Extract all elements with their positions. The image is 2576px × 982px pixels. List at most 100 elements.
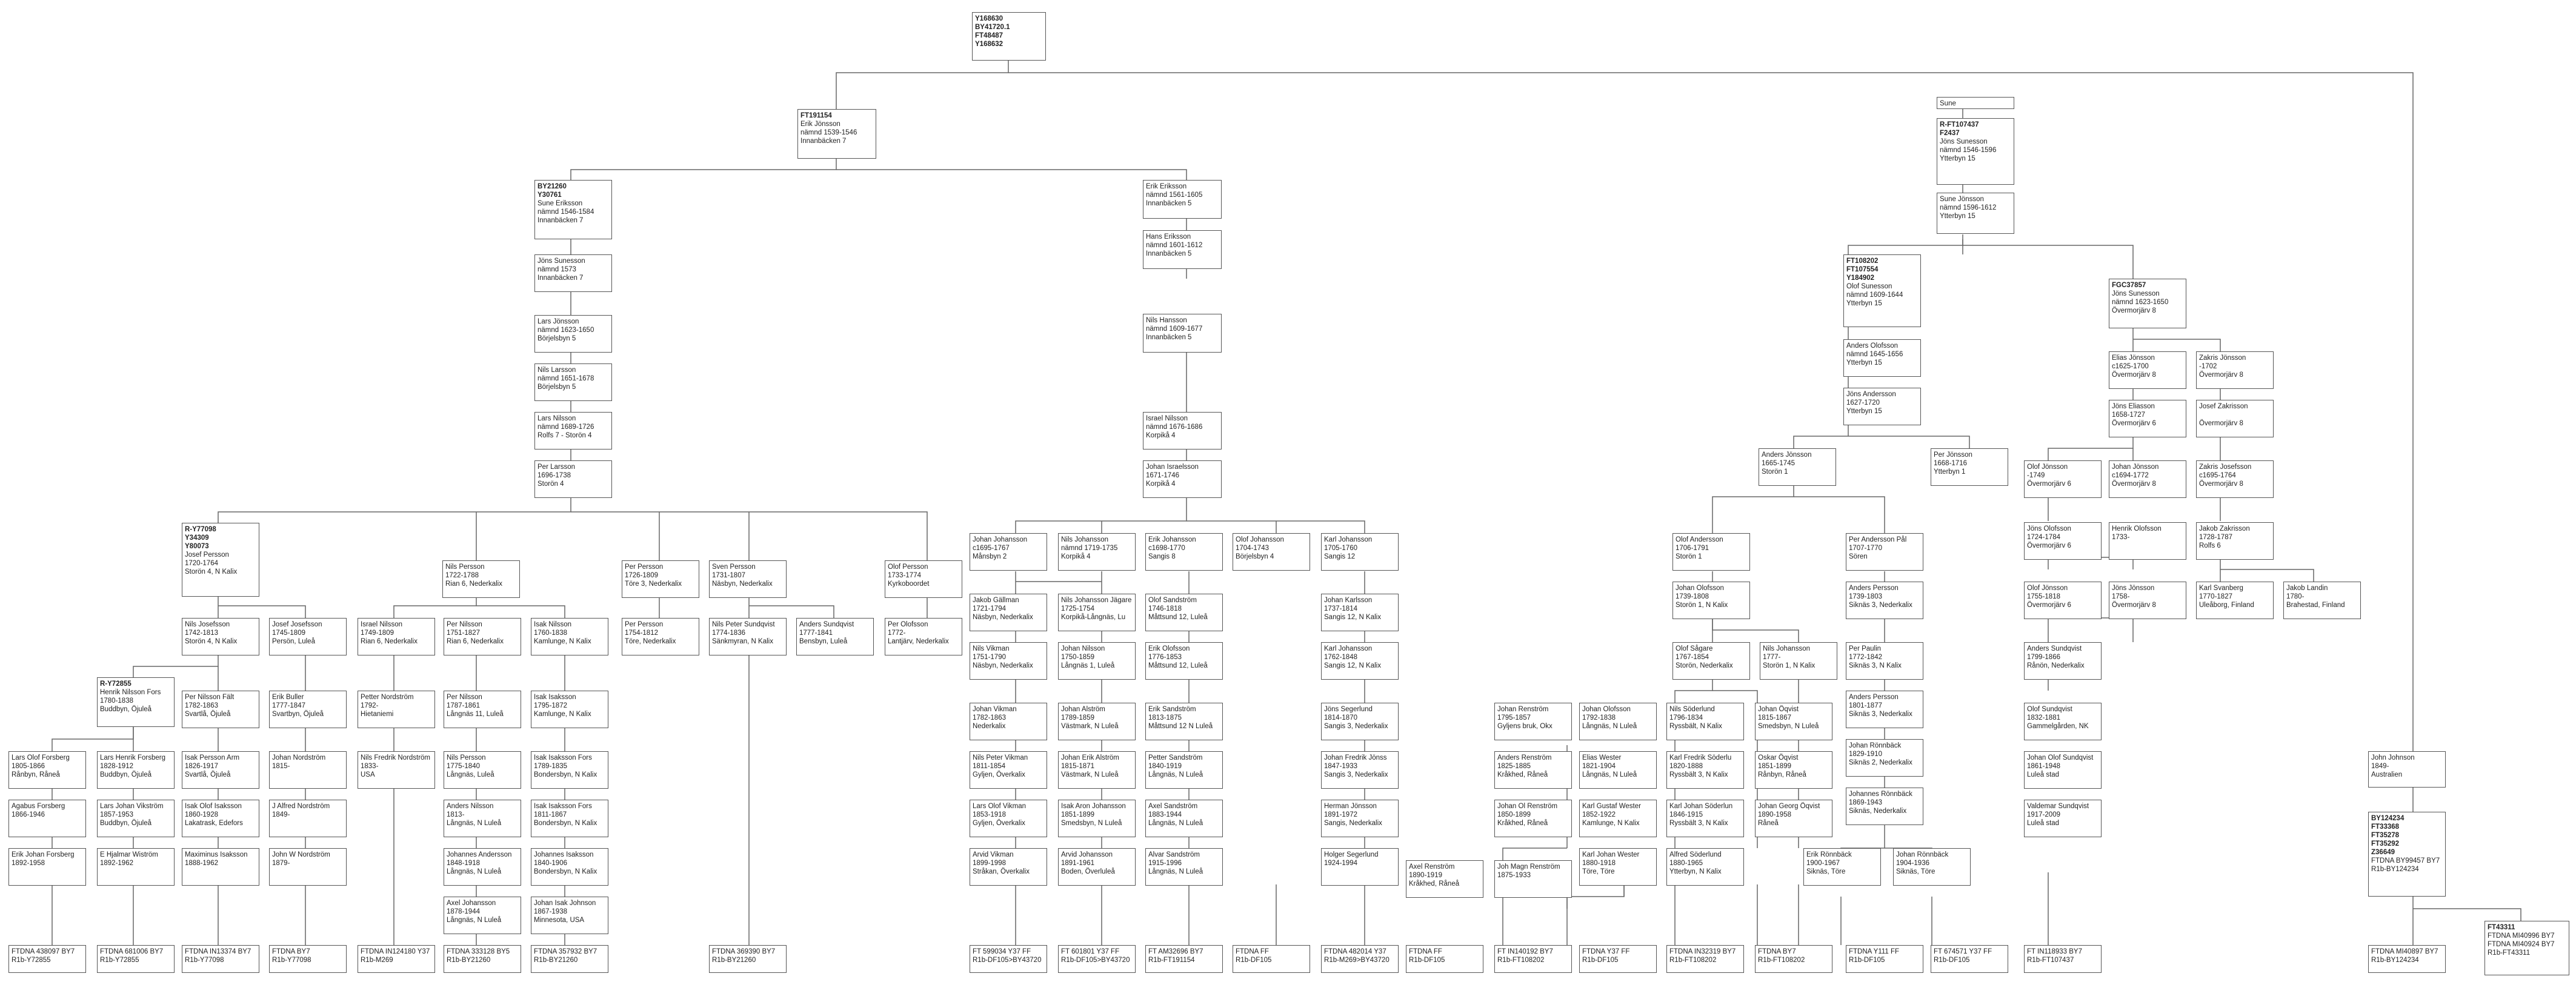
person-box-line: Nils Johansson bbox=[1061, 536, 1108, 543]
person-box-line: 1892-1962 bbox=[100, 860, 133, 867]
person-box-line: Olof Sågare bbox=[1676, 645, 1713, 652]
person-box-line: Luleå stad bbox=[2027, 820, 2060, 827]
person-box-line: 1815- bbox=[272, 763, 290, 770]
person-box-line: F2437 bbox=[1940, 130, 1960, 137]
person-box-line: Nils Persson bbox=[447, 754, 486, 761]
person-box-line: Ytterbyn 15 bbox=[1846, 300, 1882, 307]
person-box-line: Erik Rönnbäck bbox=[1806, 851, 1852, 858]
person-box-line: Smedsbyn, N Luleå bbox=[1061, 820, 1122, 827]
person-box-line: Anders Persson bbox=[1849, 585, 1899, 592]
person-box-line: nämnd 1645-1656 bbox=[1846, 351, 1903, 358]
person-box-line: Buddbyn, Öjuleå bbox=[100, 820, 152, 827]
person-box-line: Jakob Gällman bbox=[973, 597, 1019, 604]
person-box-line: Långnäs, N Luleå bbox=[447, 868, 502, 875]
person-box-line: Anders Nilsson bbox=[447, 803, 494, 810]
person-box-line: Storön 4, N Kalix bbox=[185, 568, 238, 576]
person-box-line: R1b-M269>BY43720 bbox=[1324, 957, 1390, 964]
person-box-line: Korpikå-Långnäs, Lu bbox=[1061, 614, 1126, 621]
person-box-line: Övermorjärv 6 bbox=[2027, 480, 2071, 488]
person-box-line: FTDNA MI40897 BY7 bbox=[2371, 948, 2438, 955]
person-box-line: Johan Olof Sundqvist bbox=[2027, 754, 2094, 761]
person-box-line: 1787-1861 bbox=[447, 702, 480, 709]
person-box-line: 1825-1885 bbox=[1497, 763, 1531, 770]
person-box-line: R1b-BY21260 bbox=[534, 957, 578, 964]
person-box-line: Kamlunge, N Kalix bbox=[534, 638, 591, 645]
person-box-line: 1815-1867 bbox=[1758, 714, 1791, 722]
person-box-line: 1725-1754 bbox=[1061, 605, 1094, 612]
person-box-line: 1770-1827 bbox=[2199, 593, 2232, 600]
person-box-line: Måttsund 12 N Luleå bbox=[1148, 723, 1213, 730]
person-box-line: Nils Larsson bbox=[537, 367, 576, 374]
person-box-line: 1782-1863 bbox=[973, 714, 1006, 722]
person-box-line: nämnd 1651-1678 bbox=[537, 375, 594, 382]
person-box-line: -1749 bbox=[2027, 472, 2045, 479]
person-box-line: 1924-1994 bbox=[1324, 860, 1357, 867]
person-box-line: R1b-FT108202 bbox=[1758, 957, 1805, 964]
person-box-line: Kråkhed, Råneå bbox=[1409, 880, 1460, 887]
person-box-line: nämnd 1689-1726 bbox=[537, 423, 594, 431]
person-box-line: Rånbyn, Råneå bbox=[12, 771, 60, 778]
person-box-line: Korpikå 4 bbox=[1146, 432, 1176, 439]
person-box-line: nämnd 1609-1677 bbox=[1146, 325, 1203, 333]
person-box-line: Lars Olof Vikman bbox=[973, 803, 1026, 810]
person-box-line: 1826-1917 bbox=[185, 763, 218, 770]
person-box-line: 1850-1899 bbox=[1497, 811, 1531, 818]
person-box-line: Per Jönsson bbox=[1934, 451, 1972, 459]
person-box-line: Josef Persson bbox=[185, 551, 229, 559]
person-box-line: Johan Georg Öqvist bbox=[1758, 803, 1820, 810]
person-box-line: Jöns Andersson bbox=[1846, 391, 1896, 398]
person-box-line: 1879- bbox=[272, 860, 290, 867]
person-box-line: Långnäs, N Luleå bbox=[1582, 771, 1637, 778]
person-box-line: Johan Olofsson bbox=[1582, 706, 1631, 713]
person-box-line: Nils Johansson bbox=[1763, 645, 1810, 652]
person-box-line: Lantjärv, Nederkalix bbox=[888, 638, 949, 645]
person-box-line: Övermorjärv 8 bbox=[2112, 371, 2156, 379]
person-box-line: Börjelsbyn 5 bbox=[537, 383, 576, 391]
person-box-line: 1805-1866 bbox=[12, 763, 45, 770]
person-box-line: Olof Persson bbox=[888, 563, 928, 571]
person-box-line: 1795-1857 bbox=[1497, 714, 1531, 722]
person-box-line: FTDNA BY7 bbox=[272, 948, 310, 955]
person-box-line: Jöns Jönsson bbox=[2112, 585, 2155, 592]
person-box-line: nämnd 1546-1596 bbox=[1940, 147, 1997, 154]
person-box-line: Nils Johansson Jägare bbox=[1061, 597, 1132, 604]
person-box-line: 1792-1838 bbox=[1582, 714, 1616, 722]
person-box-line: 1832-1881 bbox=[2027, 714, 2060, 722]
person-box-line: Lars Henrik Forsberg bbox=[100, 754, 166, 761]
person-box-line: nämnd 1546-1584 bbox=[537, 208, 594, 216]
person-box-line: R1b-FT107437 bbox=[2027, 957, 2074, 964]
person-box-line: Johan Nilsson bbox=[1061, 645, 1105, 652]
person-box-line: R1b-DF105 bbox=[1236, 957, 1272, 964]
person-box-line: Näsbyn, Nederkalix bbox=[973, 662, 1033, 669]
